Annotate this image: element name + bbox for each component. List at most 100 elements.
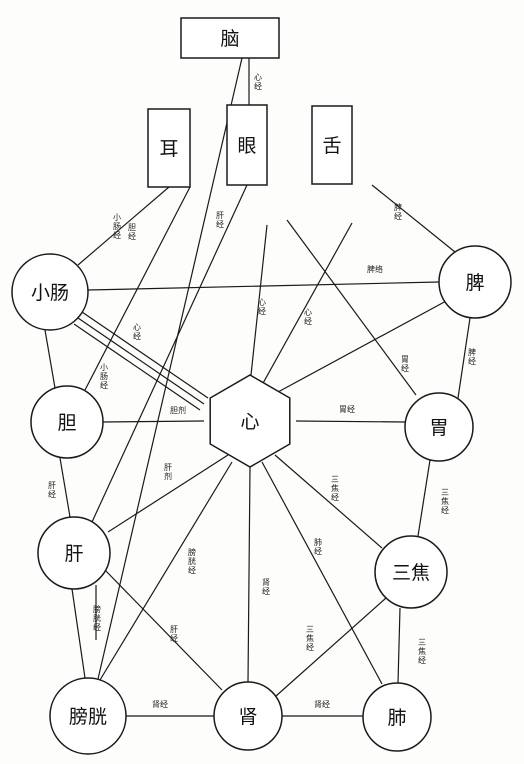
- edge-label-xin-gan: 肝剂: [164, 463, 172, 481]
- node-label-dan: 胆: [57, 412, 76, 434]
- node-label-shen: 肾: [238, 706, 257, 728]
- edge-yan-gan: [91, 184, 248, 523]
- edge-she-xin: [261, 222, 353, 386]
- edge-label-she-pi: 脾经: [394, 202, 402, 221]
- edge-xiaochang-pi: [87, 281, 440, 291]
- edge-pi-xin: [277, 299, 449, 393]
- edge-xin-shen: [247, 466, 251, 683]
- node-label-pangguang: 膀胱: [69, 706, 107, 728]
- node-label-xiaochang: 小肠: [31, 282, 69, 304]
- edge-wei-sanjiao: [417, 459, 431, 537]
- edge-dan-gan: [59, 457, 71, 518]
- edge-label-yan-wei: 胃经: [401, 355, 409, 373]
- node-er: 耳: [147, 108, 191, 188]
- node-sanjiao: 三焦: [374, 535, 448, 609]
- edge-label-pangguang-shen: 肾经: [152, 699, 168, 709]
- node-pangguang: 膀胱: [49, 677, 127, 755]
- edge-label-yan-gan: 肝经: [216, 211, 224, 229]
- node-label-fei: 肺: [387, 707, 406, 729]
- node-circle-gan: [37, 516, 111, 590]
- edge-nao-pangguang: [97, 57, 243, 680]
- node-fei: 肺: [362, 682, 432, 752]
- edge-xiaochang-xin: [77, 317, 205, 405]
- node-circle-dan: [30, 385, 104, 459]
- edge-label-nao-yan: 心经: [254, 73, 262, 91]
- edge-label-layer: 心经小肠经胆经肝经心经胃经心经脾经脾络心经小肠经脾经胆剂肝经胃经肝剂膀胱经肾经三…: [48, 73, 476, 709]
- node-circle-shen: [213, 681, 283, 751]
- edge-xin-gan: [107, 454, 229, 533]
- edge-gan-pangguang: [71, 588, 86, 679]
- edge-gan-shen: [104, 569, 223, 691]
- edge-label-she-xin: 心经: [304, 308, 312, 326]
- node-label-sanjiao: 三焦: [392, 562, 430, 584]
- edge-xiaochang-xin: [73, 323, 201, 411]
- edge-label-er-dan: 胆经: [128, 223, 136, 241]
- edge-label-pi-wei: 脾经: [468, 347, 476, 366]
- edge-label-sanjiao-fei: 三焦经: [418, 638, 426, 665]
- edge-label-xin-wei: 胃经: [339, 404, 355, 414]
- node-label-er: 耳: [159, 138, 178, 160]
- node-dan: 胆: [30, 385, 104, 459]
- edge-label-xiaochang-pi: 脾络: [367, 264, 383, 274]
- node-circle-sanjiao: [374, 535, 448, 609]
- node-label-pi: 脾: [465, 272, 484, 294]
- edge-label-pangguang-pangguang: 膀胱经: [93, 604, 101, 632]
- node-label-nao: 脑: [220, 28, 239, 50]
- edge-pi-wei: [457, 317, 471, 399]
- node-circle-pangguang: [49, 677, 127, 755]
- edge-xiaochang-dan: [44, 329, 56, 389]
- edge-layer: [44, 57, 471, 717]
- edge-she-pi: [371, 184, 456, 253]
- edge-label-xin-shen: 肾经: [262, 578, 270, 596]
- edge-xin-wei: [295, 420, 406, 423]
- edge-yan-wei: [286, 219, 417, 396]
- node-label-wei: 胃: [429, 417, 448, 439]
- edge-label-dan-xin: 胆剂: [170, 405, 186, 415]
- node-circle-fei: [362, 682, 432, 752]
- edge-xin-fei: [261, 461, 383, 685]
- edge-label-er-xiaochang: 小肠经: [113, 213, 121, 240]
- edge-label-gan-shen: 肝经: [170, 625, 178, 643]
- node-box-er: [147, 108, 191, 188]
- node-label-xin: 心: [240, 411, 259, 433]
- edge-label-xin-pangguang: 膀胱经: [188, 547, 196, 575]
- node-box-nao: [180, 17, 280, 59]
- node-label-yan: 眼: [237, 135, 256, 157]
- node-circle-pi: [438, 245, 512, 319]
- edge-label-shen-fei: 肾经: [314, 699, 330, 709]
- node-shen: 肾: [213, 681, 283, 751]
- edge-label-xin-fei: 肺经: [314, 538, 322, 556]
- edge-label-dan-gan: 肝经: [48, 481, 56, 499]
- node-box-she: [311, 105, 353, 185]
- node-label-gan: 肝: [64, 543, 83, 565]
- edge-label-yan-xin: 心经: [258, 298, 266, 316]
- node-box-yan: [226, 104, 268, 186]
- edge-dan-xin: [102, 420, 205, 423]
- edge-xin-pangguang: [99, 461, 233, 681]
- node-nao: 脑: [180, 17, 280, 59]
- node-xiaochang: 小肠: [11, 253, 89, 331]
- edge-sanjiao-fei: [397, 607, 401, 684]
- edge-label-xin-sanjiao: 三焦经: [331, 475, 339, 502]
- node-she: 舌: [311, 105, 353, 185]
- edge-label-xiaochang-xin: 小肠经: [100, 363, 108, 390]
- edge-xiaochang-xin: [81, 311, 209, 399]
- node-gan: 肝: [37, 516, 111, 590]
- edge-er-xiaochang: [77, 186, 170, 266]
- edge-label-wei-sanjiao: 三焦经: [441, 488, 449, 515]
- node-circle-xiaochang: [11, 253, 89, 331]
- edge-label-xiaochang-xin: 心经: [133, 323, 141, 341]
- node-hexagon-xin: [209, 374, 291, 468]
- edge-label-shen-sanjiao: 三焦经: [306, 625, 314, 652]
- node-yan: 眼: [226, 104, 268, 186]
- node-pi: 脾: [438, 245, 512, 319]
- edge-xin-sanjiao: [274, 454, 383, 549]
- node-label-she: 舌: [322, 135, 341, 157]
- edge-shen-sanjiao: [275, 597, 387, 697]
- node-wei: 胃: [404, 392, 474, 462]
- node-circle-wei: [404, 392, 474, 462]
- node-xin: 心: [209, 374, 291, 468]
